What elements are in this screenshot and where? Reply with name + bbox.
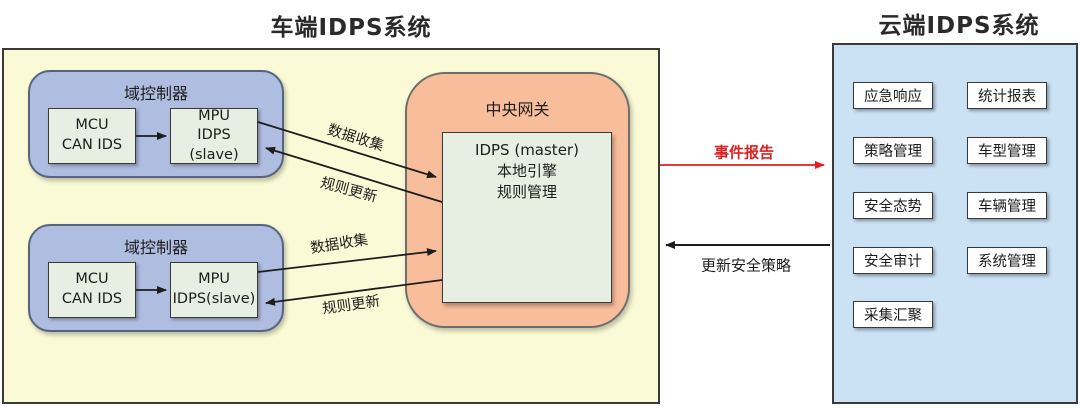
idps-master-line1: IDPS (master): [475, 141, 579, 159]
cloud-module-collection-aggregation: 采集汇聚: [853, 301, 933, 328]
cloud-module-emergency-response: 应急响应: [853, 82, 933, 109]
vehicle-system-title: 车端IDPS系统: [270, 15, 432, 41]
domain-controller-1-label: 域控制器: [123, 84, 188, 103]
mcu-1-line1: MCU: [75, 117, 109, 134]
mcu-2-line1: MCU: [75, 271, 109, 288]
domain-controller-2-label: 域控制器: [123, 238, 188, 257]
cloud-module-security-audit: 安全审计: [853, 247, 933, 274]
idps-master-line3: 规则管理: [496, 182, 557, 201]
cloud-module-system-management: 系统管理: [967, 247, 1047, 274]
cloud-module-security-posture: 安全态势: [853, 192, 933, 219]
mpu-idps-slave-box-1: MPU IDPS (slave): [170, 108, 258, 164]
mcu-can-ids-box-2: MCU CAN IDS: [48, 262, 136, 318]
mpu-2-line1: MPU: [198, 271, 230, 288]
cloud-module-policy-management: 策略管理: [853, 137, 933, 164]
cloud-module-statistics-report: 统计报表: [967, 82, 1047, 109]
cloud-module-vehicle-management: 车辆管理: [967, 192, 1047, 219]
mcu-2-line2: CAN IDS: [61, 291, 123, 307]
cloud-module-model-management: 车型管理: [967, 137, 1047, 164]
update-policy-label: 更新安全策略: [700, 256, 792, 275]
event-report-label: 事件报告: [713, 143, 775, 162]
cloud-system-title: 云端IDPS系统: [878, 13, 1040, 39]
mpu-idps-slave-box-2: MPU IDPS(slave): [170, 262, 258, 318]
mcu-can-ids-box-1: MCU CAN IDS: [48, 108, 136, 164]
mpu-2-line2: IDPS(slave): [172, 291, 256, 307]
mcu-1-line2: CAN IDS: [61, 137, 123, 153]
central-gateway-label: 中央网关: [485, 100, 550, 119]
mpu-1-line2: IDPS (slave): [189, 127, 239, 163]
idps-master-line2: 本地引擎: [496, 161, 557, 180]
idps-master-box: IDPS (master) 本地引擎 规则管理: [442, 132, 612, 303]
mpu-1-line1: MPU: [198, 107, 230, 124]
